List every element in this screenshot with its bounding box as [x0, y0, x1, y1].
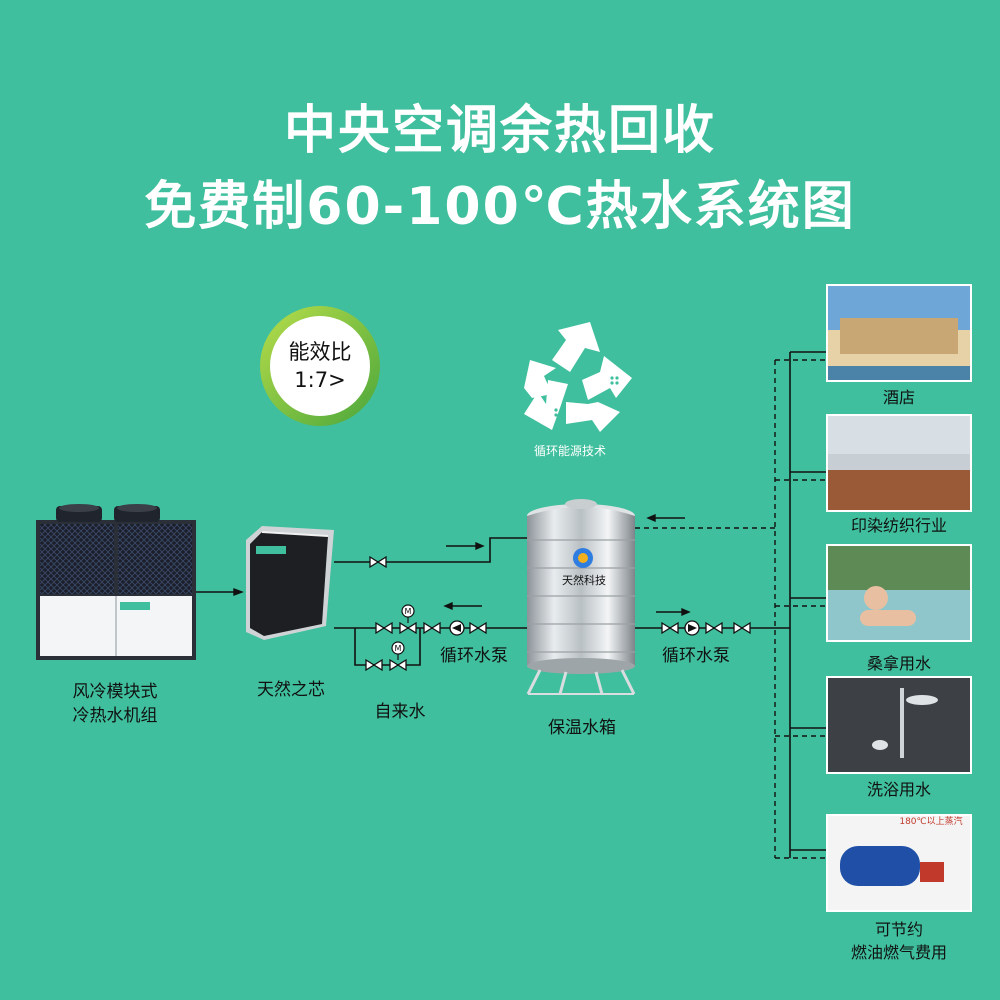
application-boiler-label-line1: 可节约 [874, 920, 923, 939]
recycle-icon [524, 322, 632, 432]
title-line-2: 免费制60-100℃热水系统图 [144, 177, 856, 237]
pump-left-label: 循环水泵 [440, 646, 508, 666]
tank-label: 保温水箱 [548, 718, 616, 738]
efficiency-badge [260, 306, 380, 426]
tank-brand: 天然科技 [562, 574, 606, 587]
heat-recovery-core-unit [246, 526, 334, 640]
pump-right-label: 循环水泵 [662, 646, 730, 666]
photo-hotel [828, 286, 970, 380]
application-boiler-label-line2: 燃油燃气费用 [850, 943, 947, 962]
hotel-photo [826, 284, 972, 382]
svg-text:M: M [395, 644, 402, 653]
air-cooled-chiller [36, 504, 196, 660]
chiller-label-line1: 风冷模块式 [72, 682, 158, 702]
photo-boiler [828, 816, 970, 910]
application-boiler-label: 可节约 燃油燃气费用 [826, 918, 972, 964]
application-hotel-label: 酒店 [882, 388, 915, 407]
boiler-banner: 180℃以上蒸汽 [899, 817, 963, 827]
svg-text:M: M [405, 607, 412, 616]
return-pipe [635, 359, 826, 859]
recycle-label: 循环能源技术 [533, 444, 606, 458]
photo-sauna [828, 546, 970, 640]
application-sauna-label: 桑拿用水 [866, 654, 931, 673]
valves [365, 555, 751, 672]
textile-photo [826, 414, 972, 512]
flow-arrows [233, 513, 691, 617]
insulated-water-tank [526, 499, 636, 695]
sauna-photo [826, 544, 972, 642]
chiller-label: 风冷模块式 冷热水机组 [40, 680, 190, 728]
chiller-label-line2: 冷热水机组 [72, 706, 158, 726]
boiler-photo [826, 814, 972, 912]
photo-shower [828, 678, 970, 772]
efficiency-ratio-label: 能效比 1:7> [266, 338, 374, 394]
meter-icons [391, 604, 415, 660]
pump-icons [449, 620, 700, 636]
efficiency-ratio-line2: 1:7> [294, 368, 346, 392]
application-shower-label: 洗浴用水 [866, 780, 931, 799]
tap-water-label: 自来水 [374, 702, 426, 722]
efficiency-ratio-line1: 能效比 [288, 340, 352, 364]
title-line-1: 中央空调余热回收 [283, 101, 716, 161]
shower-photo [826, 676, 972, 774]
core-label: 天然之芯 [257, 680, 325, 700]
photo-textile [828, 416, 970, 510]
application-textile-label: 印染纺织行业 [850, 516, 947, 535]
